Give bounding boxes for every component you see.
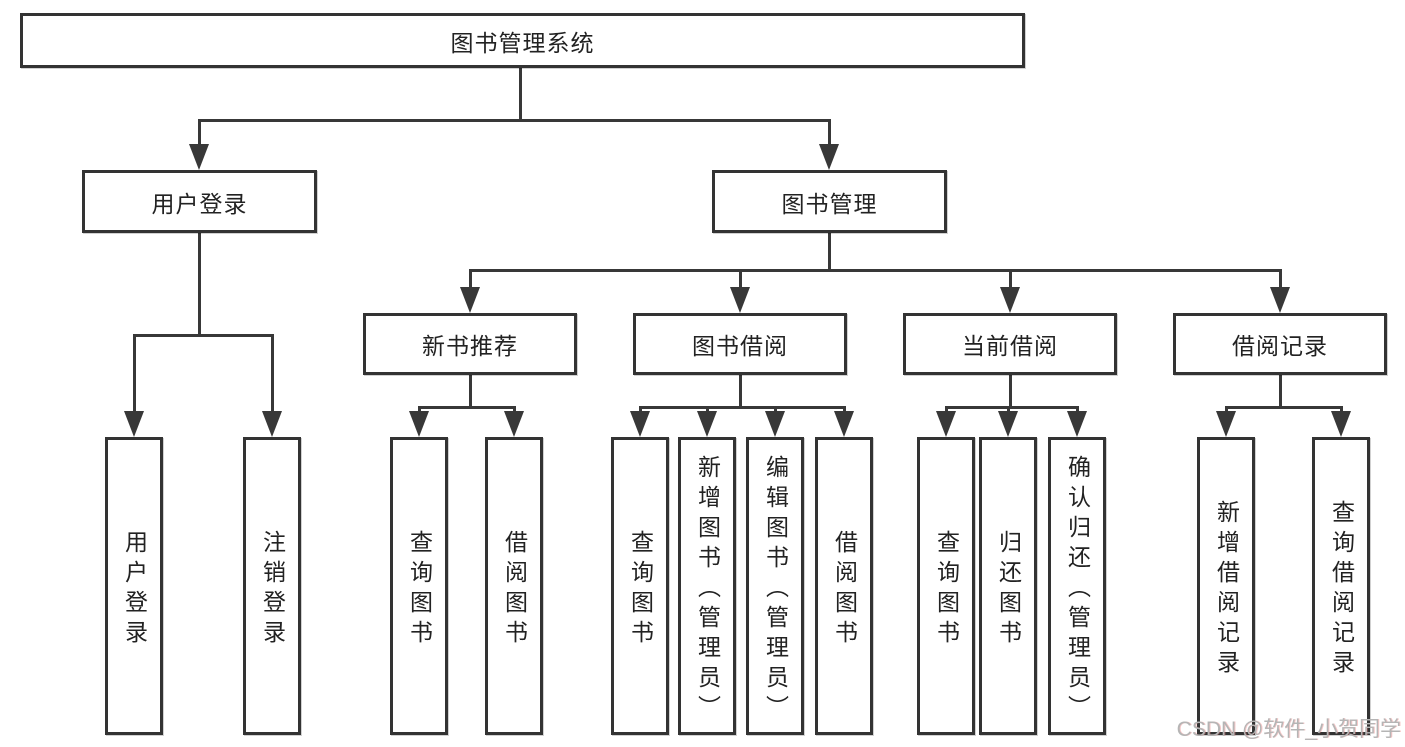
- leaf-borrow-books: 借阅图书: [485, 437, 543, 735]
- leaf-add-borrow-record: 新增借阅记录: [1197, 437, 1255, 735]
- arrow-down-icon: [1331, 411, 1351, 437]
- connector-line: [417, 405, 516, 409]
- arrow-down-icon: [697, 411, 717, 437]
- connector-line: [468, 375, 472, 409]
- node-user-login: 用户登录: [82, 170, 317, 233]
- leaf-confirm-return-admin-label: 确认归还（管理员）: [1064, 454, 1091, 725]
- node-current-borrowing-label: 当前借阅: [962, 333, 1058, 359]
- connector-line: [468, 268, 1282, 272]
- connector-line: [827, 120, 831, 148]
- node-new-book-recommend: 新书推荐: [363, 313, 577, 375]
- arrow-down-icon: [460, 287, 480, 313]
- connector-line: [270, 335, 274, 414]
- arrow-down-icon: [936, 411, 956, 437]
- leaf-user-login-label: 用户登录: [121, 529, 148, 650]
- connector-line: [827, 233, 831, 272]
- node-book-management-label: 图书管理: [781, 190, 878, 217]
- leaf-query-borrow-record-label: 查询借阅记录: [1328, 499, 1355, 680]
- arrow-down-icon: [1000, 287, 1020, 313]
- arrow-down-icon: [504, 411, 524, 437]
- leaf-query-books-label: 查询图书: [627, 529, 654, 650]
- connector-line: [512, 407, 516, 414]
- leaf-query-books-label: 查询图书: [406, 529, 433, 650]
- connector-line: [518, 68, 522, 121]
- connector-line: [1224, 407, 1228, 414]
- leaf-user-login: 用户登录: [105, 437, 163, 735]
- connector-line: [132, 333, 274, 337]
- connector-line: [197, 233, 201, 337]
- leaf-query-books: 查询图书: [611, 437, 669, 735]
- arrow-down-icon: [124, 411, 144, 437]
- arrow-down-icon: [1270, 287, 1290, 313]
- connector-line: [944, 405, 1079, 409]
- leaf-edit-books-admin-label: 编辑图书（管理员）: [762, 454, 789, 725]
- connector-line: [638, 405, 846, 409]
- arrow-down-icon: [630, 411, 650, 437]
- connector-line: [944, 407, 948, 414]
- leaf-confirm-return-admin: 确认归还（管理员）: [1048, 437, 1106, 735]
- leaf-query-books-label: 查询图书: [933, 529, 960, 650]
- leaf-edit-books-admin: 编辑图书（管理员）: [746, 437, 804, 735]
- connector-line: [738, 375, 742, 409]
- leaf-borrow-books: 借阅图书: [815, 437, 873, 735]
- node-book-borrowing-label: 图书借阅: [692, 333, 788, 359]
- leaf-query-books: 查询图书: [917, 437, 975, 735]
- arrow-down-icon: [834, 411, 854, 437]
- node-new-book-recommend-label: 新书推荐: [422, 333, 518, 359]
- node-current-borrowing: 当前借阅: [903, 313, 1117, 375]
- connector-line: [1278, 270, 1282, 290]
- connector-line: [1008, 375, 1012, 409]
- leaf-return-books: 归还图书: [979, 437, 1037, 735]
- arrow-down-icon: [262, 411, 282, 437]
- arrow-down-icon: [765, 411, 785, 437]
- arrow-down-icon: [998, 411, 1018, 437]
- node-library-system: 图书管理系统: [20, 13, 1025, 68]
- leaf-add-books-admin: 新增图书（管理员）: [678, 437, 736, 735]
- connector-line: [197, 118, 831, 122]
- node-borrow-records: 借阅记录: [1173, 313, 1387, 375]
- arrow-down-icon: [1067, 411, 1087, 437]
- node-user-login-label: 用户登录: [151, 190, 248, 217]
- connector-line: [1075, 407, 1079, 414]
- connector-line: [773, 407, 777, 414]
- arrow-down-icon: [189, 144, 209, 170]
- connector-line: [132, 335, 136, 414]
- connector-line: [842, 407, 846, 414]
- connector-line: [1006, 407, 1010, 414]
- connector-line: [705, 407, 709, 414]
- leaf-query-books: 查询图书: [390, 437, 448, 735]
- connector-line: [197, 120, 201, 148]
- leaf-return-books-label: 归还图书: [995, 529, 1022, 650]
- connector-line: [468, 270, 472, 290]
- connector-line: [738, 270, 742, 290]
- arrow-down-icon: [1216, 411, 1236, 437]
- node-borrow-records-label: 借阅记录: [1232, 333, 1328, 359]
- leaf-add-books-admin-label: 新增图书（管理员）: [694, 454, 721, 725]
- connector-line: [1224, 405, 1343, 409]
- leaf-query-borrow-record: 查询借阅记录: [1312, 437, 1370, 735]
- leaf-borrow-books-label: 借阅图书: [831, 529, 858, 650]
- leaf-logout-label: 注销登录: [259, 529, 286, 650]
- connector-line: [1008, 270, 1012, 290]
- node-book-management: 图书管理: [712, 170, 947, 233]
- leaf-add-borrow-record-label: 新增借阅记录: [1213, 499, 1240, 680]
- watermark: CSDN @软件_小贺同学: [1176, 718, 1401, 741]
- connector-line: [1339, 407, 1343, 414]
- arrow-down-icon: [409, 411, 429, 437]
- node-library-system-label: 图书管理系统: [450, 29, 595, 56]
- leaf-logout: 注销登录: [243, 437, 301, 735]
- connector-line: [417, 407, 421, 414]
- connector-line: [1278, 375, 1282, 409]
- arrow-down-icon: [819, 144, 839, 170]
- node-book-borrowing: 图书借阅: [633, 313, 847, 375]
- connector-line: [638, 407, 642, 414]
- arrow-down-icon: [730, 287, 750, 313]
- leaf-borrow-books-label: 借阅图书: [501, 529, 528, 650]
